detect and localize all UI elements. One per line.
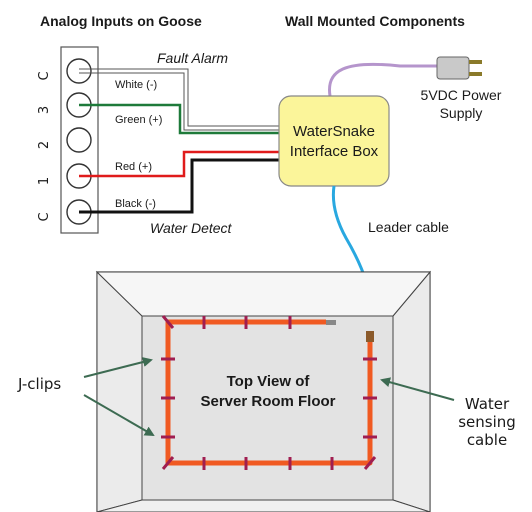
sensing-cable-label-line3: cable: [467, 431, 507, 449]
terminal-screw: [66, 58, 92, 84]
floor-label-line1: Top View of: [227, 373, 311, 390]
green-wire: [79, 103, 285, 135]
terminal-label: 1: [37, 177, 52, 185]
terminal-label: C: [37, 71, 52, 80]
black-wire-label: Black (-): [115, 198, 156, 210]
cable-end-cap: [326, 320, 336, 325]
jclips-arrow-upper: [83, 357, 153, 378]
room-floor: [141, 315, 394, 501]
interface-box: [278, 95, 390, 187]
terminal-block: [60, 46, 99, 234]
sensing-cable-label-line2: sensing: [458, 413, 516, 431]
jclip: [161, 456, 175, 470]
black-wire: [79, 158, 285, 214]
terminal-label: C: [37, 212, 52, 221]
jclips-arrow-lower: [83, 394, 155, 437]
white-wire-label: White (-): [115, 79, 157, 91]
interface-box-label-line2: Interface Box: [290, 143, 379, 160]
jclip: [161, 315, 175, 329]
cable-connector: [366, 331, 374, 342]
white-wire: [79, 68, 285, 131]
red-wire-label: Red (+): [115, 161, 152, 173]
fault-alarm-label: Fault Alarm: [157, 50, 228, 66]
sensing-cable-arrow: [380, 377, 455, 401]
server-room: [95, 270, 432, 512]
jclips-label: J-clips: [17, 375, 61, 393]
green-wire-label: Green (+): [115, 114, 162, 126]
jclip: [363, 456, 377, 470]
power-cord: [327, 62, 440, 97]
jclips: [161, 315, 377, 470]
power-supply-label-line1: 5VDC Power: [421, 87, 502, 103]
red-wire: [79, 150, 285, 178]
interface-box-label-line1: WaterSnake: [293, 123, 375, 140]
wall-components-heading: Wall Mounted Components: [285, 13, 465, 29]
water-detect-label: Water Detect: [150, 220, 233, 236]
sensing-cable-label-line1: Water: [465, 395, 510, 413]
power-supply-plug: [436, 56, 482, 80]
terminal-label: 3: [37, 106, 52, 114]
power-supply-label-line2: Supply: [440, 105, 483, 121]
leader-cable-label: Leader cable: [368, 219, 449, 235]
terminal-label: 2: [37, 141, 52, 149]
terminal-screw: [66, 127, 92, 153]
analog-inputs-heading: Analog Inputs on Goose: [40, 13, 202, 29]
floor-label-line2: Server Room Floor: [200, 393, 335, 410]
